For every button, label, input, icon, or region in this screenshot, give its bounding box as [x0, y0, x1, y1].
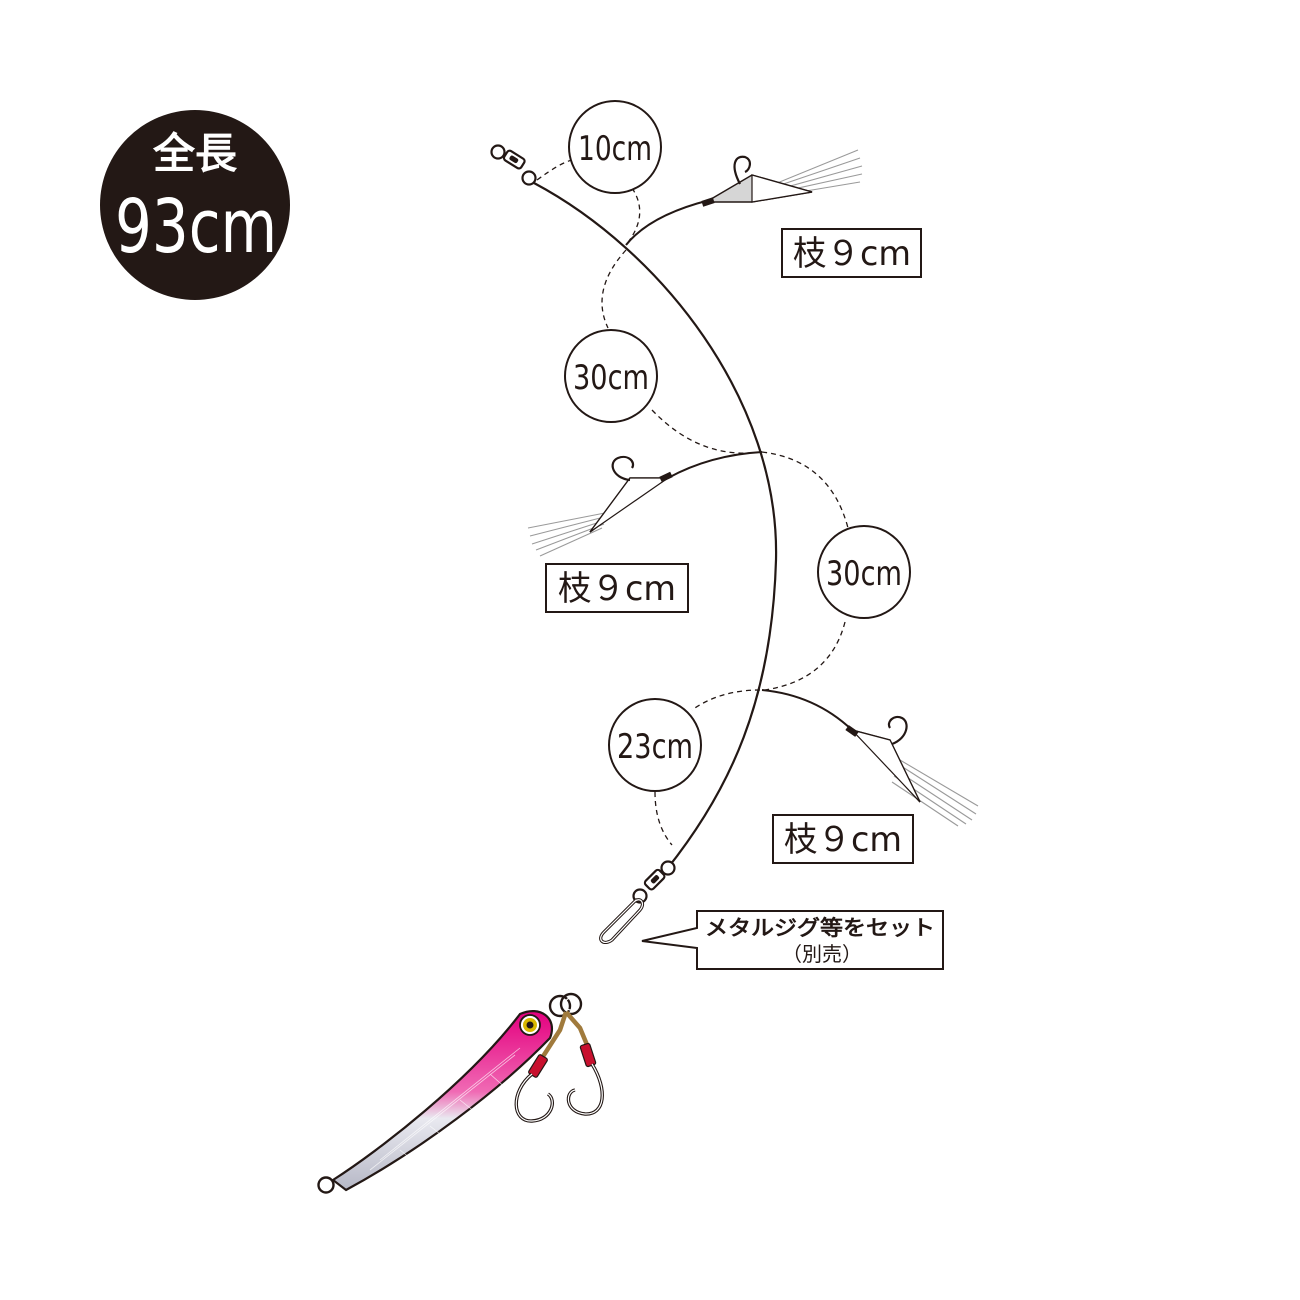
branch-label-3: 枝９cm: [772, 814, 914, 864]
snap-swivel-icon: [599, 860, 676, 945]
swivel-icon: [490, 144, 537, 186]
jig-callout: メタルジグ等をセット （別売）: [641, 910, 944, 970]
branch-label-1: 枝９cm: [781, 228, 922, 278]
svg-text:30cm: 30cm: [826, 554, 902, 594]
svg-text:10cm: 10cm: [578, 129, 652, 169]
branch-3: [761, 689, 979, 827]
svg-text:30cm: 30cm: [573, 358, 649, 398]
segment-label-middle: 30cm: [817, 525, 911, 619]
segment-label-upper: 30cm: [564, 329, 658, 423]
segment-label-top: 10cm: [568, 100, 662, 194]
svg-text:枝９cm: 枝９cm: [793, 234, 911, 274]
badge-circle: [100, 110, 290, 300]
segment-label-bottom: 23cm: [608, 698, 702, 792]
branch-1: [625, 149, 863, 246]
branch-2: [527, 451, 763, 557]
spacing-dimension-lines: [536, 159, 849, 846]
hook-icon: [733, 155, 751, 185]
branch-label-2: 枝９cm: [545, 563, 689, 613]
badge-length: 93cm: [115, 184, 277, 270]
svg-text:枝９cm: 枝９cm: [558, 569, 676, 609]
hook-icon: [611, 455, 635, 482]
callout-text: メタルジグ等をセット: [705, 916, 935, 940]
svg-text:枝９cm: 枝９cm: [784, 820, 902, 860]
metal-jig-icon: [317, 992, 604, 1194]
hook-icon: [887, 715, 908, 746]
total-length-badge: 全長 93cm: [100, 110, 290, 300]
main-line: [533, 182, 778, 870]
callout-note: （別売）: [782, 942, 862, 966]
skirt-icon: [527, 511, 611, 557]
svg-text:23cm: 23cm: [617, 727, 693, 767]
badge-title: 全長: [152, 129, 238, 178]
